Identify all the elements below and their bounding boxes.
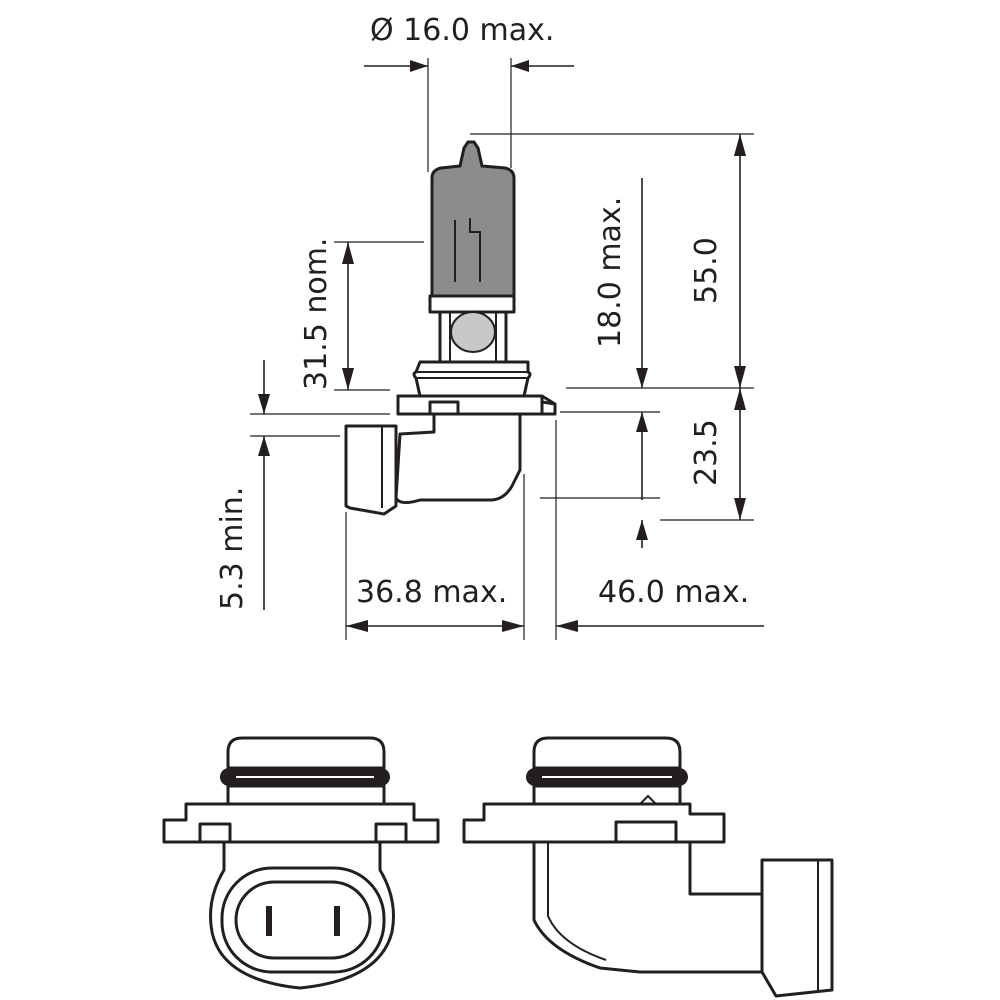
- dim-width-back-label: 46.0 max.: [598, 575, 749, 610]
- dim-base-height-label: 23.5: [689, 419, 724, 486]
- front-pin-right: [334, 906, 340, 936]
- side-body: [532, 840, 764, 974]
- filament: [454, 218, 481, 282]
- side-cap-lower: [532, 784, 682, 806]
- dim-light-center: 31.5 nom.: [299, 238, 424, 391]
- glass-bulb: [430, 140, 516, 298]
- front-cap-lower: [226, 784, 386, 806]
- side-flange-key: [614, 820, 678, 844]
- flange-tab: [540, 400, 557, 416]
- flange-plate: [396, 394, 544, 416]
- flange-key: [428, 400, 460, 416]
- dim-diameter: Ø 16.0 max.: [364, 13, 574, 172]
- bulb-neck-inner: [450, 311, 496, 353]
- dim-width-front-label: 36.8 max.: [356, 575, 507, 610]
- dim-overall-height-label: 55.0: [689, 237, 724, 304]
- dim-width-back: 46.0 max.: [555, 420, 764, 640]
- dim-base-height: 23.5: [540, 388, 754, 548]
- front-pin-left: [266, 906, 272, 936]
- dim-pin-label: 5.3 min.: [215, 487, 250, 610]
- front-view: [162, 736, 440, 990]
- side-flange: [462, 802, 726, 844]
- side-connector: [760, 858, 834, 998]
- dim-pin: 5.3 min.: [215, 360, 390, 610]
- front-cap: [226, 736, 386, 770]
- connector-housing: [344, 424, 398, 516]
- dim-filament-height-label: 18.0 max.: [593, 197, 628, 348]
- dim-width-front: 36.8 max.: [345, 474, 525, 640]
- dim-light-center-label: 31.5 nom.: [299, 238, 334, 390]
- side-cap: [532, 736, 682, 770]
- dim-diameter-label: Ø 16.0 max.: [370, 13, 554, 48]
- side-flange-notch: [639, 794, 657, 805]
- side-view: Ø 16.0 max. 55.0 18.0 max.: [215, 13, 764, 640]
- front-socket-inner: [234, 880, 372, 960]
- rear-side-view: [462, 736, 834, 998]
- front-flange-slot-left: [198, 822, 232, 844]
- side-body-shading: [547, 842, 607, 961]
- dim-overall-height: 55.0: [470, 133, 754, 389]
- bulb-collar: [428, 294, 516, 314]
- base-body: [394, 412, 522, 505]
- connector-lip: [349, 507, 385, 515]
- front-flange-slot-right: [374, 822, 408, 844]
- dim-filament-height: 18.0 max.: [560, 178, 660, 500]
